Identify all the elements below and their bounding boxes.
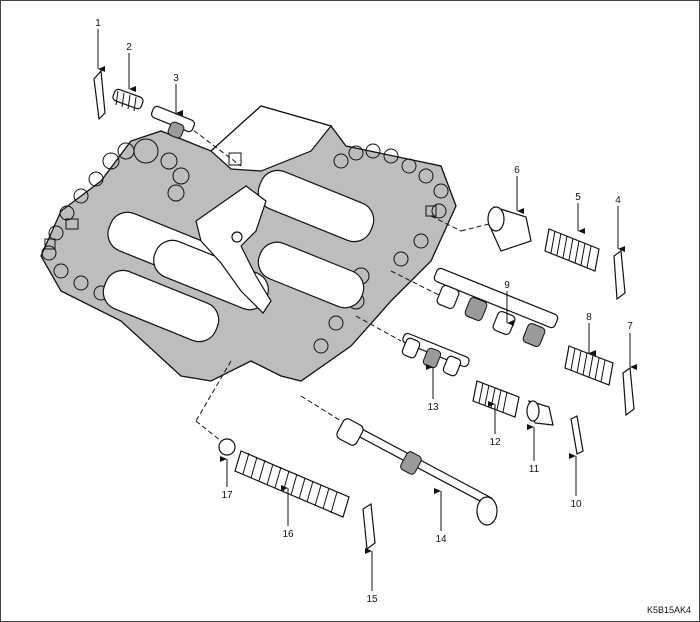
callout-14: 14 — [435, 534, 447, 545]
callout-2: 2 — [126, 42, 132, 53]
spring-5 — [544, 228, 600, 272]
figure-code: K5B15AK4 — [646, 605, 691, 615]
pin-10 — [570, 415, 584, 455]
callout-10: 10 — [570, 499, 582, 510]
callout-7: 7 — [627, 321, 633, 332]
retainer-clip-15 — [362, 502, 376, 551]
callout-12: 12 — [489, 437, 501, 448]
callout-13: 13 — [427, 402, 439, 413]
callout-4: 4 — [615, 195, 621, 206]
valve-rod-14 — [336, 418, 498, 526]
valve-spool-9 — [433, 267, 559, 347]
spring-16 — [234, 450, 350, 518]
callout-1: 1 — [95, 18, 101, 29]
retainer-clip-1 — [93, 69, 106, 121]
callout-3: 3 — [173, 73, 179, 84]
spring-2 — [112, 88, 144, 112]
callout-9: 9 — [504, 280, 510, 291]
check-ball-17 — [218, 438, 236, 456]
valve-spool-13 — [401, 332, 470, 377]
callout-15: 15 — [366, 594, 378, 605]
callout-17: 17 — [221, 490, 233, 501]
callout-16: 16 — [282, 529, 294, 540]
callout-6: 6 — [514, 165, 520, 176]
plunger-3 — [150, 105, 196, 139]
spring-8 — [564, 345, 614, 386]
retainer-clip-4 — [613, 249, 626, 301]
plug-11 — [526, 400, 554, 426]
sleeve-6 — [487, 206, 532, 252]
retainer-clip-7 — [622, 366, 635, 417]
valve-body — [40, 105, 457, 382]
spring-12 — [472, 380, 520, 418]
callout-8: 8 — [586, 312, 592, 323]
callout-5: 5 — [575, 192, 581, 203]
callout-11: 11 — [529, 464, 540, 475]
